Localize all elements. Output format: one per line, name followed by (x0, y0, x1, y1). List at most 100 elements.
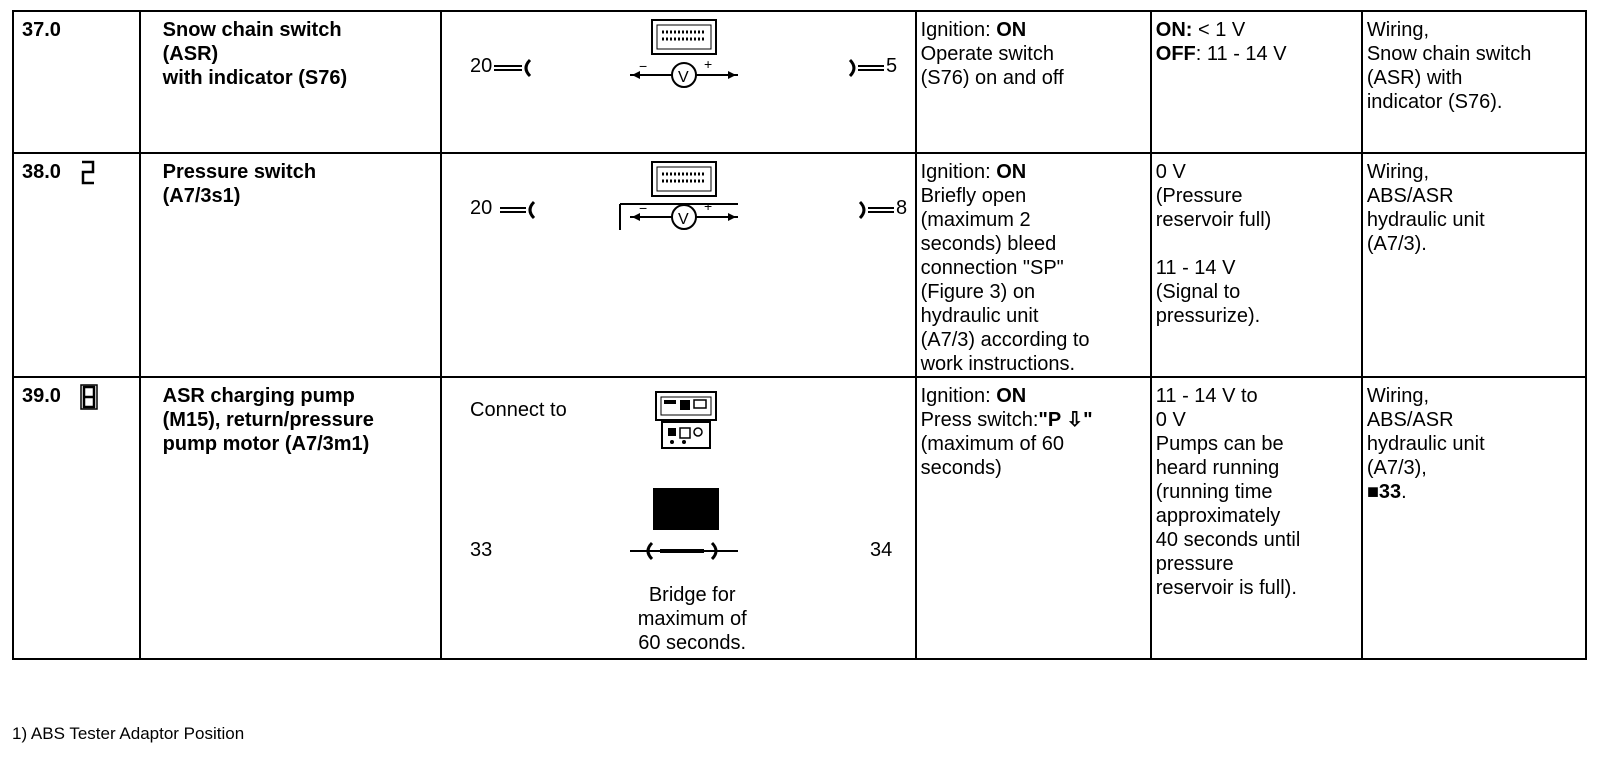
bridge-caption: Bridge for maximum of 60 seconds. (637, 584, 747, 654)
text-line: 11 - 14 V (1156, 256, 1357, 280)
text-line: reservoir is full). (1156, 576, 1357, 600)
text-line: (maximum of 60 (921, 432, 1146, 456)
svg-text:−: − (639, 200, 647, 216)
text-line: (maximum 2 (921, 208, 1146, 232)
text-run: Briefly open (920, 185, 1027, 207)
text-run: work instructions. (920, 353, 1076, 375)
text-run: approximately (1155, 505, 1281, 527)
text-run: Wiring, (1366, 385, 1430, 407)
bold-text: 33 (1378, 481, 1402, 503)
step-number: 37.0 (22, 19, 61, 41)
text-line: Pumps can be (1156, 432, 1357, 456)
text-line: ABS/ASR (1367, 408, 1581, 432)
right-socket-icon (849, 58, 885, 78)
left-pin-label: 20 (470, 197, 492, 219)
text-line: approximately (1156, 504, 1357, 528)
text-line: Press switch:"P ⇩" (921, 408, 1146, 432)
svg-text:−: − (639, 58, 647, 74)
bridge-diagram: Connect to 33 (442, 378, 914, 658)
text-run: (Signal to (1155, 281, 1241, 303)
text-line: Operate switch (921, 42, 1146, 66)
component-name: Snow chain switch (ASR) with indicator (… (162, 19, 348, 89)
voltmeter-diagram: 20 V − + (442, 154, 914, 376)
footnote: 1) ABS Tester Adaptor Position (12, 724, 245, 743)
voltmeter-icon: V − + (619, 161, 739, 230)
svg-text:+: + (704, 198, 712, 214)
possible-cause-remedy: Wiring, ABS/ASR hydraulic unit (A7/3). (1366, 161, 1485, 255)
text-line (1156, 232, 1357, 256)
table-row: 38.0 Pressure switch (A7/3s1) 20 (12, 152, 1588, 378)
text-run: pressure (1155, 553, 1234, 575)
text-line: ■33. (1367, 480, 1581, 504)
text-line: (S76) on and off (921, 66, 1146, 90)
right-pin-label: 34 (870, 539, 892, 561)
text-run: (S76) on and off (920, 67, 1064, 89)
text-run: heard running (1155, 457, 1280, 479)
step-number: 39.0 (22, 385, 61, 407)
text-line: pressure (1156, 552, 1357, 576)
text-line: reservoir full) (1156, 208, 1357, 232)
bold-text: ■ (1366, 481, 1379, 503)
text-run: ABS/ASR (1366, 409, 1454, 431)
text-run: (running time (1155, 481, 1273, 503)
text-line: (A7/3) according to (921, 328, 1146, 352)
text-run: hydraulic unit (1366, 433, 1485, 455)
text-line: (Signal to (1156, 280, 1357, 304)
text-run: seconds) (920, 457, 1002, 479)
text-run: < 1 V (1192, 19, 1246, 41)
text-run: 11 - 14 V to (1155, 385, 1258, 407)
text-line: Briefly open (921, 184, 1146, 208)
text-line: seconds) (921, 456, 1146, 480)
text-line: ON: < 1 V (1156, 18, 1357, 42)
table-row: 37.0 Snow chain switch (ASR) with indica… (12, 10, 1588, 154)
bold-text: ON: (1155, 19, 1193, 41)
text-run: hydraulic unit (920, 305, 1039, 327)
text-line: Ignition: ON (921, 384, 1146, 408)
text-run: Press switch: (920, 409, 1039, 431)
text-run: seconds) bleed (920, 233, 1057, 255)
svg-text:V: V (678, 211, 689, 228)
bold-text: "P ⇩" (1038, 409, 1093, 431)
text-run: pressurize). (1155, 305, 1261, 327)
voltmeter-diagram: 20 V − + (442, 12, 914, 152)
text-run: Pumps can be (1155, 433, 1284, 455)
right-pin-label: 5 (886, 55, 897, 77)
left-pin-label: 33 (470, 539, 492, 561)
component-name: Pressure switch (A7/3s1) (162, 161, 317, 207)
text-line: OFF: 11 - 14 V (1156, 42, 1357, 66)
text-run: (Figure 3) on (920, 281, 1036, 303)
text-run: connection "SP" (920, 257, 1064, 279)
text-line: 40 seconds until (1156, 528, 1357, 552)
text-run: . (1401, 481, 1407, 503)
voltmeter-icon: V − + (630, 19, 739, 88)
text-line: seconds) bleed (921, 232, 1146, 256)
bridge-connector-icon (630, 541, 739, 561)
bold-text: OFF (1155, 43, 1196, 65)
text-line: pressurize). (1156, 304, 1357, 328)
text-run: Ignition: (920, 161, 997, 183)
text-line: 0 V (1156, 160, 1357, 184)
text-line: connection "SP" (921, 256, 1146, 280)
text-run: Ignition: (920, 19, 997, 41)
test-specification-table: 37.0 Snow chain switch (ASR) with indica… (12, 10, 1588, 660)
possible-cause-remedy: Wiring, Snow chain switch (ASR) with ind… (1366, 19, 1532, 113)
seven-segment-digit-2-icon (81, 160, 95, 185)
text-line: Wiring, (1367, 384, 1581, 408)
text-run: reservoir full) (1155, 209, 1272, 231)
adaptor-block-icon (653, 488, 720, 530)
text-line: (Figure 3) on (921, 280, 1146, 304)
step-number: 38.0 (22, 161, 61, 183)
text-run: Operate switch (920, 43, 1054, 65)
left-socket-icon (500, 200, 536, 220)
right-socket-icon (859, 200, 895, 220)
text-line: Ignition: ON (921, 160, 1146, 184)
connect-to-label: Connect to (470, 399, 567, 421)
text-line: (Pressure (1156, 184, 1357, 208)
